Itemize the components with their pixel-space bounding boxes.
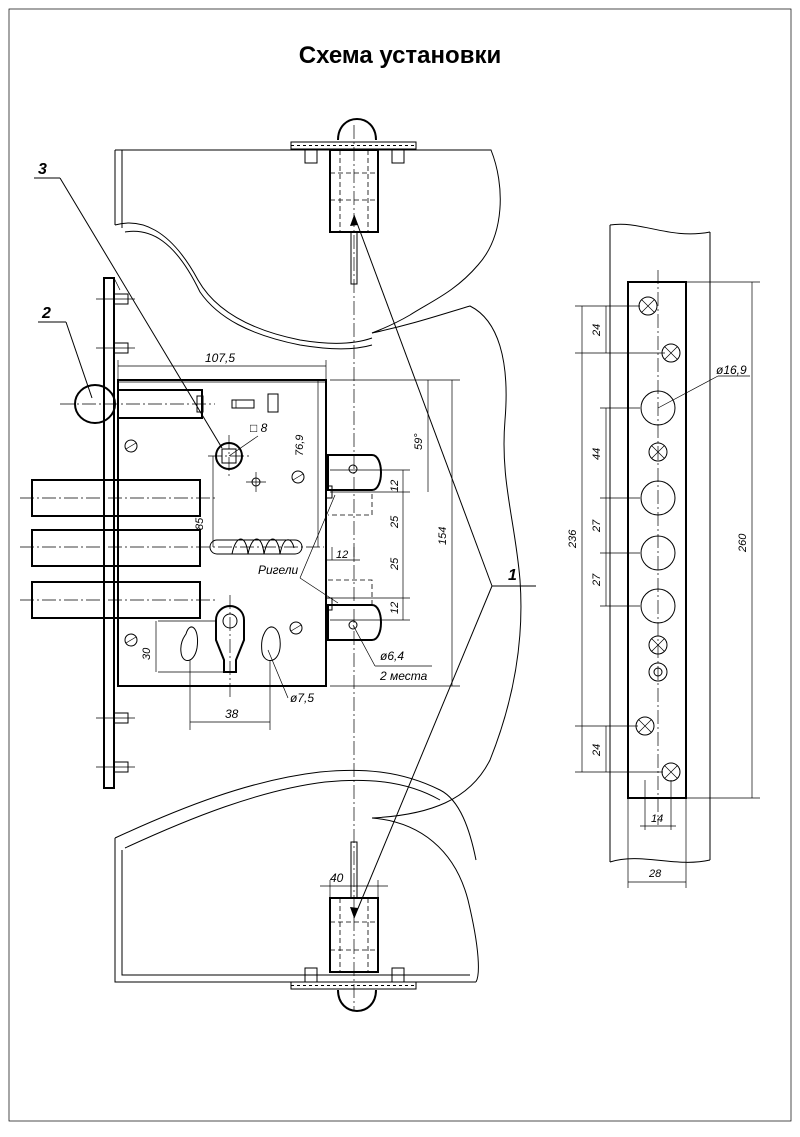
top-rod-assembly (290, 118, 417, 940)
bolt-gap-top-label: 12 (389, 480, 401, 492)
rod-links (325, 454, 410, 641)
lock-width-label: 107,5 (205, 351, 235, 365)
lock-screw-2 (291, 470, 305, 484)
callout-3: 3 (38, 161, 47, 178)
callout-1: 1 (508, 567, 517, 584)
strike-total-length-label: 260 (737, 533, 749, 553)
bolt-pitch-top-label: 25 (389, 515, 401, 529)
bolts-label: Ригели (258, 563, 299, 577)
strike-screw-offset-label: 14 (651, 813, 663, 825)
deadbolts (20, 479, 215, 619)
lock-dimensions: 107,5 76,9 □ 8 85 59° 154 12 25 25 12 (117, 351, 460, 730)
slot-diameter-label: ø7,5 (290, 691, 314, 705)
strike-plate: 24 44 27 27 24 236 260 ø16,9 14 28 (567, 223, 760, 888)
strike-screw-1 (638, 296, 658, 316)
cylinder-spacing-label: 38 (225, 707, 239, 721)
angle-label: 59° (413, 433, 425, 450)
spindle-square-label: □ 8 (250, 421, 268, 435)
callout-2: 2 (41, 305, 51, 322)
lock-screw-1 (124, 439, 138, 453)
strike-mid-pitch-label: 44 (591, 448, 603, 460)
backset-label: 76,9 (294, 435, 306, 456)
strike-bolt-pitch-1-label: 27 (591, 519, 603, 533)
hole-diameter-label: ø6,4 (380, 649, 404, 663)
strike-bottom-pitch-label: 24 (591, 744, 603, 757)
faceplate (96, 277, 135, 789)
strike-screw-5 (635, 716, 655, 736)
height-label: 154 (437, 527, 449, 545)
bottom-rod-assembly: 40 (290, 841, 417, 1012)
bolt-pitch-bottom-label: 25 (389, 557, 401, 571)
sheet-frame (8, 8, 792, 1122)
page-title: Схема установки (298, 42, 502, 69)
lock-screw-3 (124, 633, 138, 647)
strike-plate-width-label: 28 (648, 868, 662, 880)
lock-screw-4 (289, 621, 303, 635)
lock-body (20, 379, 327, 700)
rod-width-label: 40 (330, 871, 344, 885)
bolt-offset-label: 12 (336, 549, 348, 561)
strike-hole-diameter-label: ø16,9 (716, 363, 747, 377)
callouts: 3 2 1 (34, 161, 536, 919)
strike-inner-length-label: 236 (567, 529, 579, 549)
hole-count-label: 2 места (379, 669, 428, 683)
strike-bolt-pitch-2-label: 27 (591, 573, 603, 587)
cam-distance-label: 85 (194, 517, 206, 530)
strike-top-pitch-label: 24 (591, 324, 603, 337)
cylinder-offset-label: 30 (141, 647, 153, 660)
bolt-gap-bottom-label: 12 (389, 602, 401, 614)
strike-screw-6 (661, 762, 681, 782)
